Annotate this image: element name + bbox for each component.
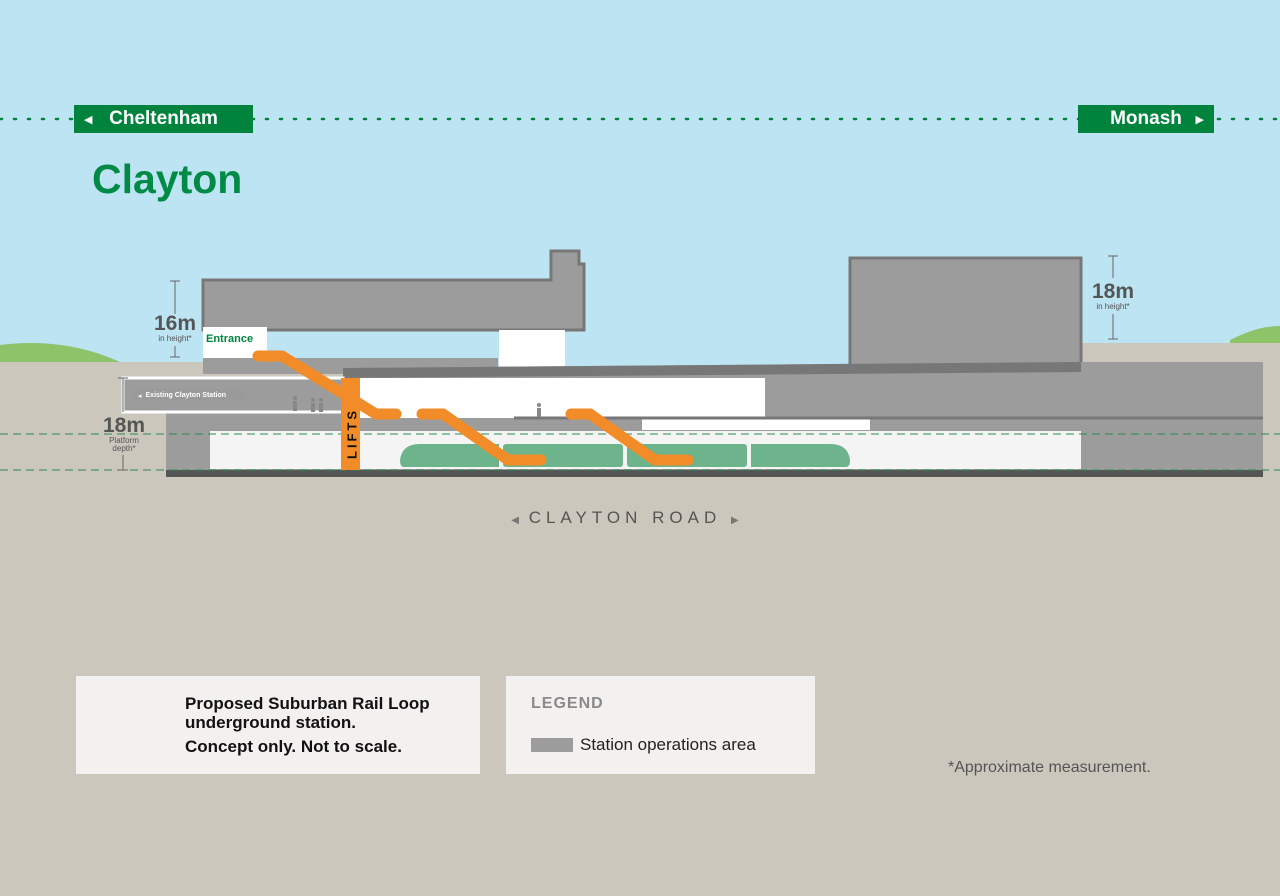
triangle-right-icon: ▶ [1195, 113, 1204, 126]
left-height-marker [170, 280, 180, 358]
left-building [201, 249, 586, 332]
escalator-lower-right [565, 408, 694, 466]
station-roof-slab [343, 362, 1081, 378]
right-building [848, 256, 1083, 370]
legend-item-label: Station operations area [580, 735, 756, 754]
legend-title: LEGEND [531, 695, 604, 712]
road-label-group: ◀ CLAYTON ROAD ▶ [480, 508, 770, 528]
triangle-left-icon: ◀ [84, 113, 93, 126]
platform-depth-value: 18m [102, 414, 146, 437]
lift-shaft [341, 378, 360, 470]
triangle-left-icon: ◀ [511, 515, 519, 526]
platform-depth-label: 18m Platform depth* [95, 415, 153, 453]
east-direction-sign: ▶ Monash ▶ [1078, 105, 1214, 133]
escalators [252, 350, 694, 466]
east-direction-label: Monash [1110, 108, 1182, 129]
info-panel [76, 676, 480, 774]
lifts-label: LIFTS [344, 407, 360, 459]
west-direction-label: Cheltenham [109, 108, 218, 129]
info-line-1: Proposed Suburban Rail Loop underground … [185, 694, 430, 732]
station-title: Clayton [92, 156, 243, 202]
west-direction-sign: ◀ Cheltenham ◀ [74, 105, 253, 133]
legend-panel [506, 676, 815, 774]
left-height-note: in height* [158, 334, 192, 343]
escalator-upper [252, 350, 402, 420]
mezzanine-void [642, 418, 870, 430]
right-height-marker [1108, 255, 1118, 340]
triangle-left-small-icon: ◂ [138, 392, 142, 400]
right-height-value: 18m [1091, 280, 1135, 303]
platform-depth-marker [118, 377, 128, 471]
legend-swatch-station-operations [531, 738, 573, 752]
platform-depth-note: Platform depth* [109, 436, 139, 453]
existing-station-sign: ◂ Existing Clayton Station [134, 390, 246, 401]
pedestrian-figures [292, 395, 541, 417]
footnote: *Approximate measurement. [948, 759, 1151, 776]
road-label: CLAYTON ROAD [528, 508, 722, 527]
track-bed [166, 470, 1263, 477]
left-building-opening [499, 330, 565, 372]
right-grass-hill [1230, 326, 1280, 343]
entrance-label: Entrance [206, 333, 254, 345]
triangle-right-icon: ▶ [731, 515, 739, 526]
left-height-value: 16m [153, 312, 197, 335]
existing-station-label: Existing Clayton Station [145, 392, 227, 399]
right-height-note: in height* [1096, 302, 1130, 311]
info-line-2: Concept only. Not to scale. [185, 737, 402, 756]
right-height-label: 18m in height* [1083, 281, 1143, 311]
escalator-lower-left [416, 408, 547, 466]
left-height-label: 16m in height* [145, 313, 205, 343]
left-grass-hill [0, 343, 120, 362]
